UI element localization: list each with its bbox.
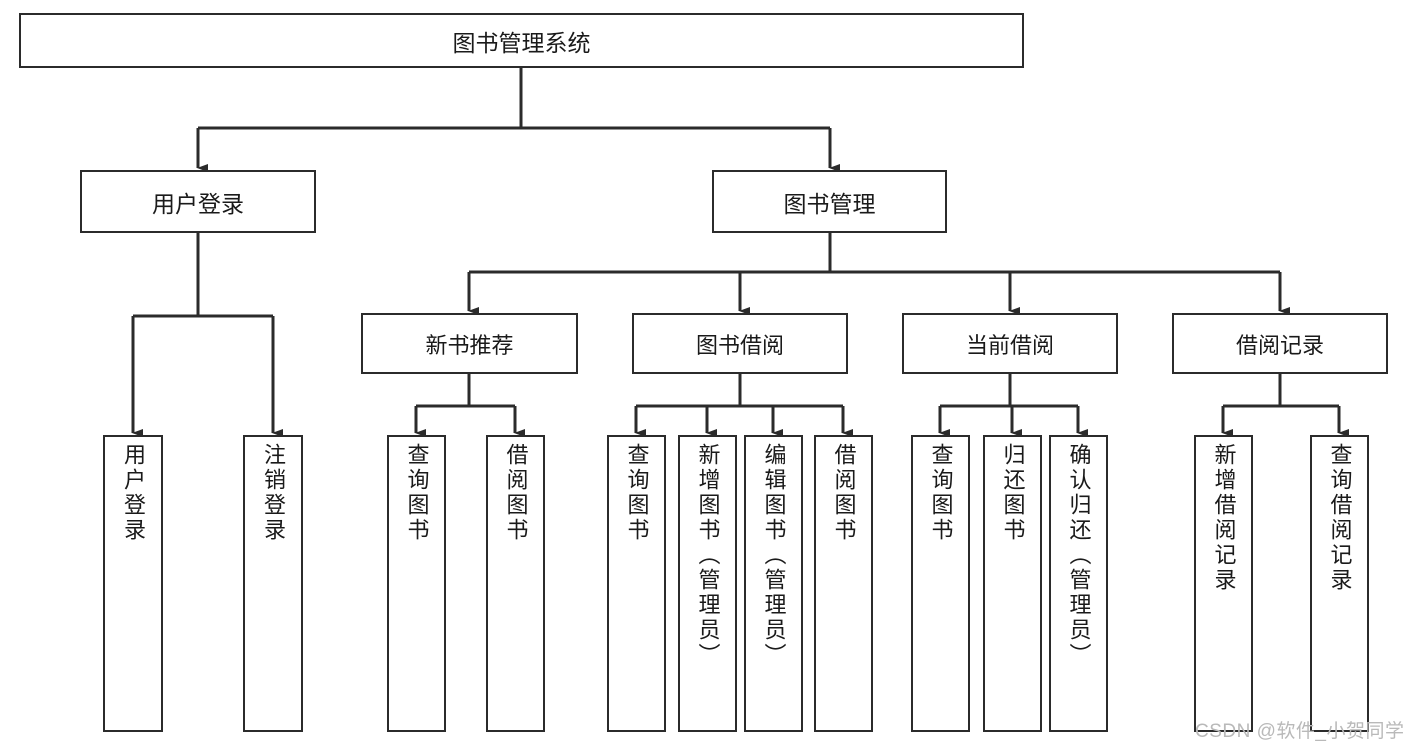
leaf-logout-login[interactable]: 注销登录 xyxy=(243,435,303,732)
leaf-query-book-3[interactable]: 查询图书 xyxy=(911,435,970,732)
leaf-query-book-2-label: 查询图书 xyxy=(624,443,650,543)
leaf-edit-book-admin-label: 编辑图书（管理员） xyxy=(761,443,787,668)
leaf-add-borrow-record[interactable]: 新增借阅记录 xyxy=(1194,435,1253,732)
node-book-borrow[interactable]: 图书借阅 xyxy=(632,313,848,374)
leaf-add-book-admin[interactable]: 新增图书（管理员） xyxy=(678,435,737,732)
leaf-logout-login-label: 注销登录 xyxy=(261,443,286,543)
leaf-query-borrow-record-label: 查询借阅记录 xyxy=(1327,443,1353,593)
node-book-borrow-label: 图书借阅 xyxy=(695,332,784,358)
node-root-label: 图书管理系统 xyxy=(452,29,591,56)
leaf-query-book-3-label: 查询图书 xyxy=(928,443,954,543)
watermark-text: CSDN @软件_小贺同学 xyxy=(1195,721,1405,742)
node-new-book-recommend-label: 新书推荐 xyxy=(425,332,514,358)
leaf-user-login-label: 用户登录 xyxy=(121,443,146,543)
leaf-query-book-1[interactable]: 查询图书 xyxy=(387,435,446,732)
node-book-management-label: 图书管理 xyxy=(783,190,876,217)
leaf-borrow-book-2-label: 借阅图书 xyxy=(831,443,857,543)
leaf-borrow-book-1[interactable]: 借阅图书 xyxy=(486,435,545,732)
leaf-user-login[interactable]: 用户登录 xyxy=(103,435,163,732)
node-user-login-label: 用户登录 xyxy=(152,190,244,217)
leaf-edit-book-admin[interactable]: 编辑图书（管理员） xyxy=(744,435,803,732)
leaf-add-book-admin-label: 新增图书（管理员） xyxy=(695,443,721,668)
leaf-confirm-return-admin[interactable]: 确认归还（管理员） xyxy=(1049,435,1108,732)
leaf-confirm-return-admin-label: 确认归还（管理员） xyxy=(1066,443,1092,668)
node-user-login[interactable]: 用户登录 xyxy=(80,170,316,233)
leaf-return-book-label: 归还图书 xyxy=(1000,443,1026,543)
node-current-borrow[interactable]: 当前借阅 xyxy=(902,313,1118,374)
leaf-add-borrow-record-label: 新增借阅记录 xyxy=(1211,443,1237,593)
leaf-borrow-book-1-label: 借阅图书 xyxy=(503,443,529,543)
node-borrow-record-label: 借阅记录 xyxy=(1235,332,1324,358)
node-current-borrow-label: 当前借阅 xyxy=(965,332,1054,358)
leaf-query-book-2[interactable]: 查询图书 xyxy=(607,435,666,732)
node-root-system[interactable]: 图书管理系统 xyxy=(19,13,1024,68)
node-borrow-record[interactable]: 借阅记录 xyxy=(1172,313,1388,374)
leaf-query-book-1-label: 查询图书 xyxy=(404,443,430,543)
watermark: CSDN @软件_小贺同学 xyxy=(1195,716,1404,743)
node-book-management[interactable]: 图书管理 xyxy=(712,170,947,233)
leaf-query-borrow-record[interactable]: 查询借阅记录 xyxy=(1310,435,1369,732)
leaf-return-book[interactable]: 归还图书 xyxy=(983,435,1042,732)
node-new-book-recommend[interactable]: 新书推荐 xyxy=(361,313,578,374)
leaf-borrow-book-2[interactable]: 借阅图书 xyxy=(814,435,873,732)
